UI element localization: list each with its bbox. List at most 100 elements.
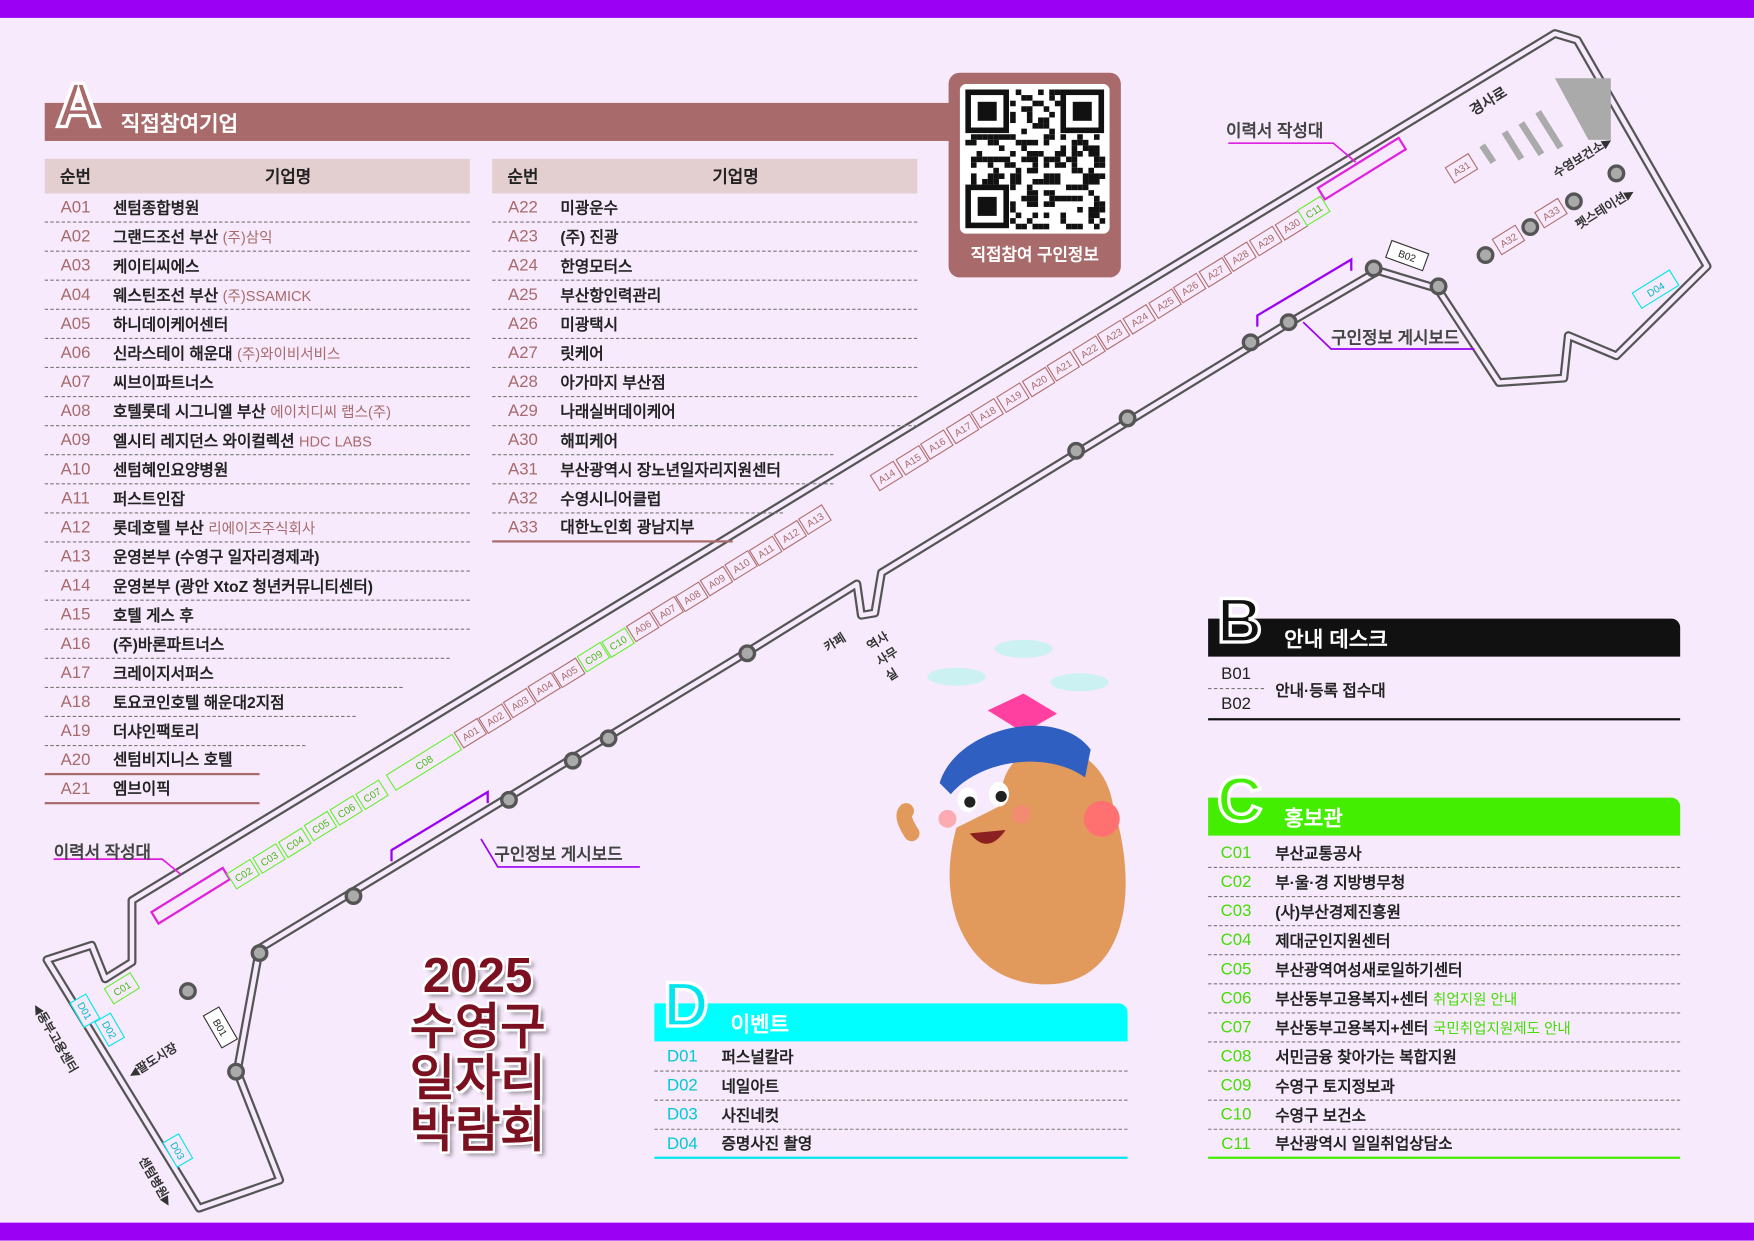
job-board-left	[390, 789, 489, 862]
pillar-icon	[738, 644, 757, 663]
section-c-header: 홍보관	[1208, 797, 1681, 836]
company-name-text: 센텀종합병원	[112, 198, 200, 217]
company-name: 부산교통공사	[1264, 842, 1362, 864]
company-name-text: 토요코인호텔 해운대2지점	[112, 692, 285, 711]
company-name-text: 퍼스널칼라	[721, 1047, 794, 1066]
company-subname: 국민취업지원제도 안내	[1432, 1019, 1571, 1037]
booth-no: C02	[1220, 872, 1252, 892]
company-name-text: 씨브이파트너스	[112, 373, 214, 391]
company-name: (사)부산경제진흥원	[1264, 900, 1401, 922]
company-name: 그랜드조선 부산(주)삼익	[106, 225, 273, 247]
table-row: C01 부산교통공사	[1208, 839, 1681, 869]
outline-wall-inner	[44, 31, 1710, 1211]
booth-no: D01	[666, 1047, 698, 1067]
table-row: D01 퍼스널칼라	[654, 1043, 1128, 1072]
company-name: 퍼스널칼라	[710, 1045, 794, 1067]
booth-no: C10	[1220, 1105, 1252, 1125]
col-name: 기업명	[712, 167, 759, 187]
booth-no: A18	[60, 692, 91, 712]
company-name: 네일아트	[710, 1074, 780, 1096]
booth-no: A24	[508, 256, 538, 276]
booth-no: A09	[60, 430, 91, 450]
company-name: 더샤인팩토리	[106, 720, 199, 742]
booth-no: C01	[1220, 843, 1252, 863]
mascot-illustration	[896, 639, 1126, 985]
booth-no: A10	[60, 459, 91, 479]
table-row: C02 부·울·경 지방병무청	[1208, 868, 1681, 898]
company-name-text: 한영모터스	[560, 256, 633, 275]
label-resume-desk: 이력서 작성대	[53, 843, 151, 863]
booth-no: A05	[60, 314, 91, 334]
company-name-text: 그랜드조선 부산	[112, 227, 219, 246]
company-subname: (주)와이비서비스	[237, 345, 341, 362]
pillar-icon	[1521, 218, 1540, 237]
company-name: 미광운수	[554, 196, 618, 218]
section-d-header: 이벤트	[654, 1003, 1128, 1042]
title-line: 수영구	[409, 1000, 546, 1055]
qr-card[interactable]: 직접참여 구인정보	[948, 72, 1121, 278]
company-name-text: 센텀혜인요양병원	[112, 460, 229, 479]
booth-no: C03	[1220, 901, 1252, 921]
pillar-icon	[344, 887, 363, 905]
company-name-text: 퍼스트인잡	[112, 489, 186, 508]
pillar-icon	[500, 790, 518, 809]
section-b-list: B01 B02 안내·등록 접수대	[1208, 660, 1681, 721]
company-name-text: 웨스틴조선 부산	[112, 285, 219, 304]
pillar-icon	[1241, 333, 1260, 352]
company-name-text: 롯데호텔 부산	[112, 518, 204, 537]
booth-no: C09	[1220, 1076, 1252, 1096]
pillar-icon	[178, 982, 197, 1001]
company-name: 크레이지서퍼스	[106, 662, 214, 684]
list-item: B02	[1208, 689, 1264, 718]
booth-no: A06	[60, 343, 91, 363]
company-name: (주) 진광	[554, 225, 618, 247]
company-name: 신라스테이 해운대(주)와이비서비스	[106, 342, 340, 364]
label-job-board: 구인정보 게시보드	[494, 845, 623, 865]
company-name-text: 미광운수	[560, 198, 619, 217]
pillar-icon	[1564, 192, 1583, 211]
booth-no: C11	[1221, 1133, 1251, 1153]
col-no: 순번	[507, 167, 539, 187]
company-subname: HDC LABS	[299, 432, 372, 450]
company-name-text: 부산광역여성새로일하기센터	[1275, 960, 1463, 979]
info-desk-desc: 안내·등록 접수대	[1275, 681, 1386, 700]
booth-no: A28	[508, 372, 538, 392]
table-row: A23(주) 진광	[492, 223, 918, 252]
section-b-title: 안내 데스크	[1284, 628, 1388, 652]
qr-code-icon[interactable]	[959, 83, 1110, 234]
company-name: 씨브이파트너스	[106, 371, 214, 393]
booth-no: C04	[1220, 930, 1252, 950]
company-name-text: 부산교통공사	[1275, 843, 1362, 862]
company-name-text: 하니데이케어센터	[112, 314, 229, 333]
company-name: 미광택시	[554, 313, 618, 335]
pillar-icon	[1364, 259, 1383, 278]
company-name-text: 릿케어	[560, 343, 604, 362]
company-name-text: 부·울·경 지방병무청	[1275, 873, 1406, 891]
pillar-icon	[250, 944, 269, 963]
booth-no: A20	[60, 750, 91, 770]
booth-no: A01	[60, 197, 91, 218]
